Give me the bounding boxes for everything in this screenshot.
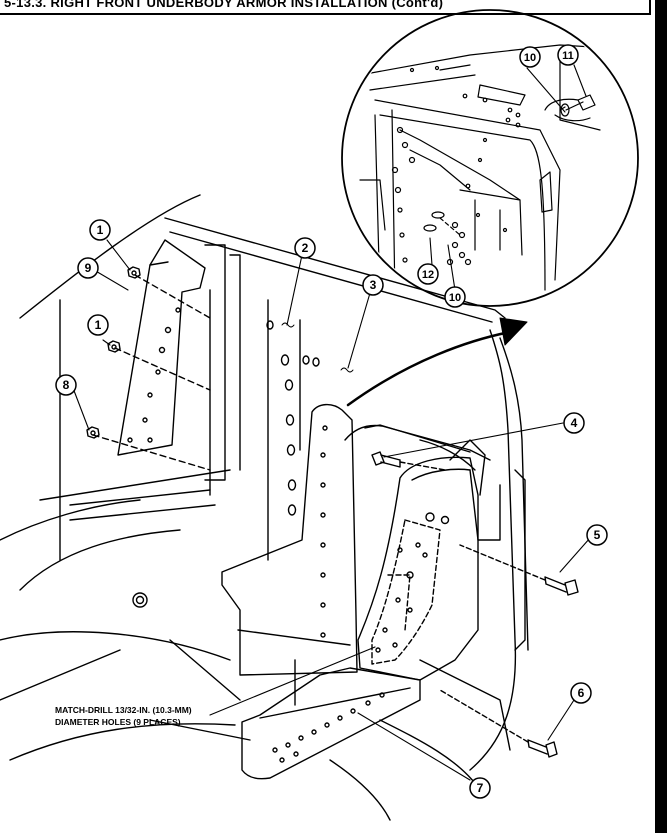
callout-circle-9 xyxy=(77,257,99,279)
callout-circle-4 xyxy=(563,412,585,434)
detail-inset xyxy=(341,9,639,307)
callout-4: 4 xyxy=(571,416,578,430)
section-header: 5-13.3. RIGHT FRONT UNDERBODY ARMOR INST… xyxy=(0,0,651,15)
bottom-flange xyxy=(241,667,421,780)
callout-circle-10b xyxy=(444,286,466,308)
callout-7: 7 xyxy=(477,781,484,795)
callout-6: 6 xyxy=(578,686,585,700)
drill-outline xyxy=(371,519,441,665)
callout-circle-11 xyxy=(557,44,579,66)
callout-2: 2 xyxy=(302,241,309,255)
callout-circle-2 xyxy=(294,237,316,259)
note-line-2: DIAMETER HOLES (9 PLACES) xyxy=(55,717,181,727)
callout-circle-1a xyxy=(89,219,111,241)
callout-circle-8 xyxy=(55,374,77,396)
page-edge-bar xyxy=(655,0,667,833)
door-jamb xyxy=(469,329,517,771)
bolt-5 xyxy=(459,544,579,596)
callout-12: 12 xyxy=(422,269,434,281)
callout-11: 11 xyxy=(562,50,574,62)
callout-8: 8 xyxy=(63,378,70,392)
left-bracket-9 xyxy=(117,239,206,456)
callout-1b: 1 xyxy=(95,318,102,332)
left-alignment-lines xyxy=(92,274,211,471)
window-frame xyxy=(204,244,226,481)
callout-circle-6 xyxy=(570,682,592,704)
callout-circle-12 xyxy=(417,263,439,285)
leader-lines xyxy=(72,64,591,781)
callout-circle-10a xyxy=(519,46,541,68)
callout-10a: 10 xyxy=(524,52,536,64)
callout-circle-3 xyxy=(362,274,384,296)
roof-edge-upper xyxy=(164,217,506,319)
callout-circle-5 xyxy=(586,524,608,546)
section-title: 5-13.3. RIGHT FRONT UNDERBODY ARMOR INST… xyxy=(4,0,444,10)
callout-10b: 10 xyxy=(449,292,461,304)
callout-5: 5 xyxy=(594,528,601,542)
bracket-holes xyxy=(375,512,450,653)
left-bracket-holes xyxy=(127,307,181,443)
note-line-1: MATCH-DRILL 13/32-IN. (10.3-MM) xyxy=(55,705,192,715)
callout-3: 3 xyxy=(370,278,377,292)
roof-edge-lower xyxy=(169,231,493,323)
left-nuts xyxy=(86,266,141,439)
callout-circle-1b xyxy=(87,314,109,336)
callout-9: 9 xyxy=(85,261,92,275)
cab-outline-top xyxy=(19,194,201,319)
armor-plate-7 xyxy=(221,403,358,676)
plate-holes xyxy=(320,425,328,638)
flange-holes xyxy=(272,692,385,763)
detail-arrow xyxy=(346,330,512,407)
curved-bracket xyxy=(357,456,479,681)
callout-circle-7 xyxy=(469,777,491,799)
bolt-4 xyxy=(371,451,446,471)
bolt-6 xyxy=(439,689,558,758)
panel-holes xyxy=(266,320,320,516)
callout-circles xyxy=(55,44,608,799)
callout-1a: 1 xyxy=(97,223,104,237)
floor-outline xyxy=(0,631,231,661)
